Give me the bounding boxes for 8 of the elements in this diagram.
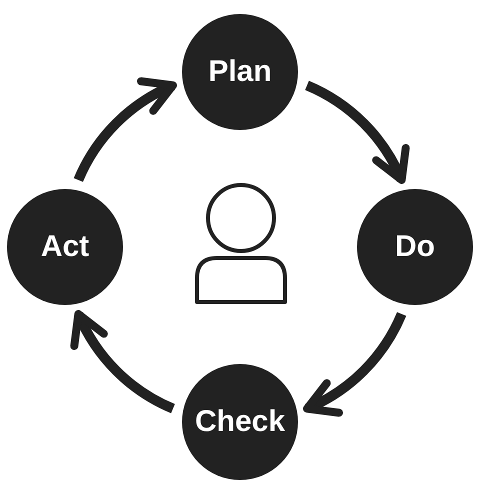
curved-arrow [72,310,176,414]
curved-arrow [74,79,177,182]
step-label: Check [194,405,286,439]
step-label: Do [395,230,435,264]
step-label: Plan [208,55,272,89]
step-label: Act [40,230,90,264]
curved-arrow [304,80,408,184]
curved-arrow [303,312,406,415]
